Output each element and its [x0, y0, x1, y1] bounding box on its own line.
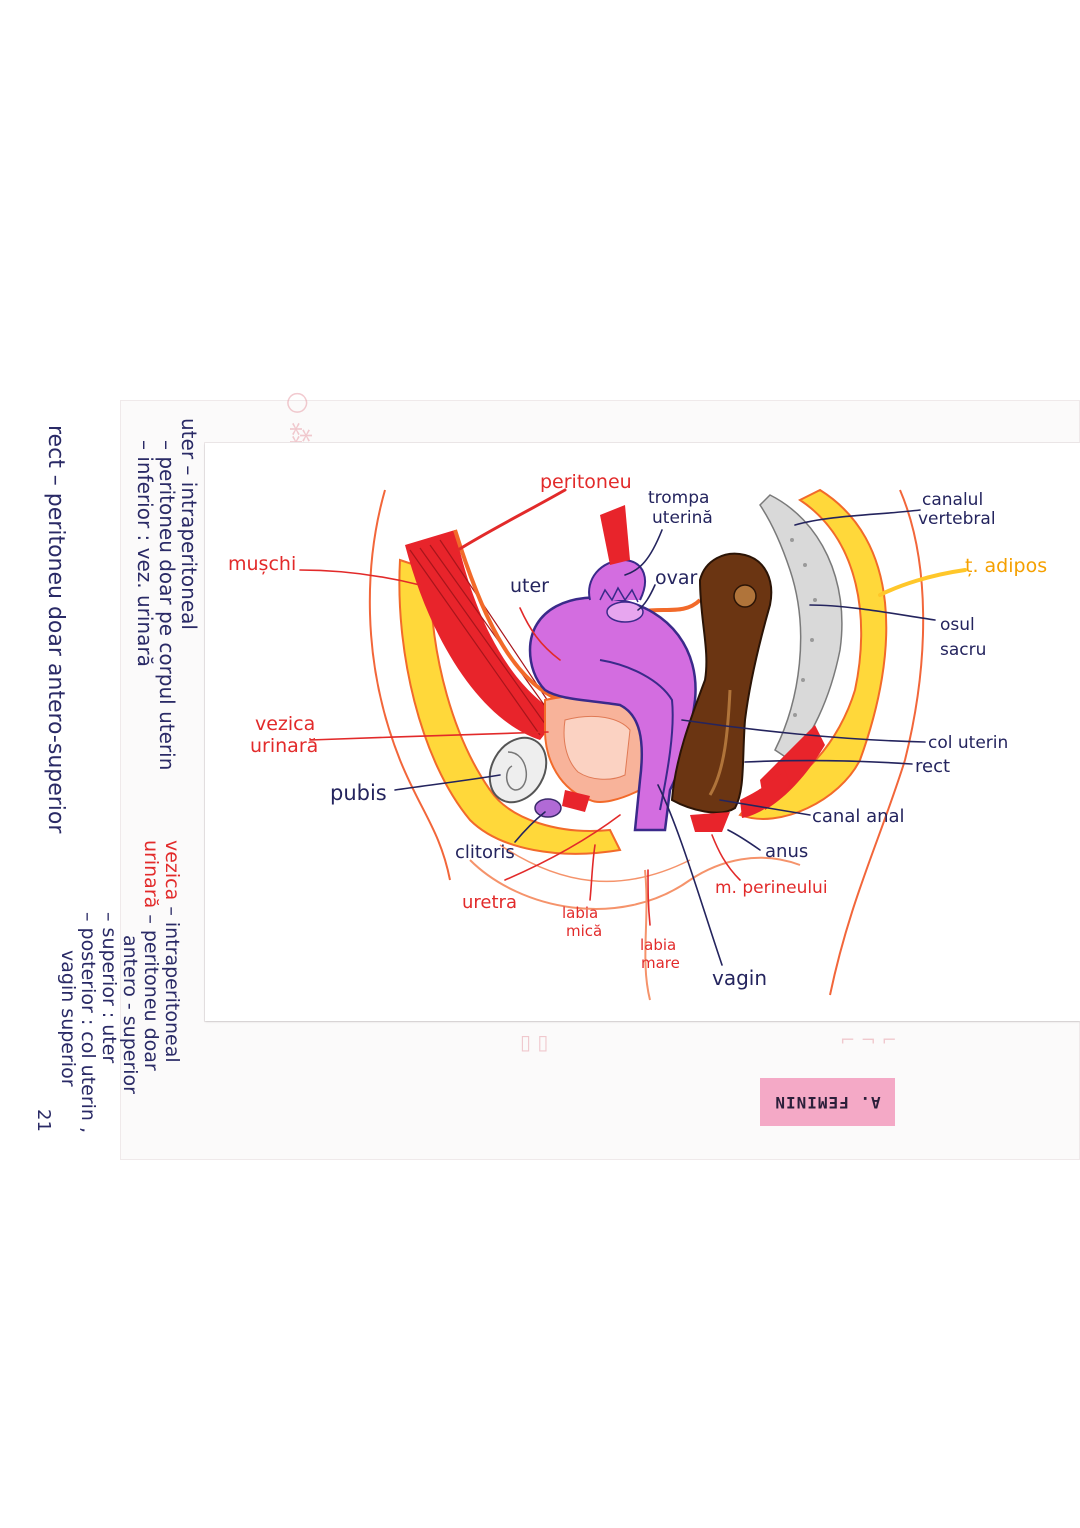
body-outline-back	[829, 489, 925, 996]
label-muschi: mușchi	[228, 553, 296, 575]
label-uretra: uretra	[462, 892, 517, 913]
sacrum-texture	[790, 538, 817, 717]
pointer-trompa	[624, 529, 663, 576]
pointer-ovar	[637, 584, 656, 611]
pointer-peritoneu	[456, 488, 567, 552]
background-scribble: ▯ ▯	[520, 1030, 549, 1054]
pointer-adipos	[878, 568, 967, 597]
label-labia-mica-2: mică	[566, 922, 602, 940]
pointer-vagin	[657, 784, 723, 966]
fat-layer-front	[398, 558, 622, 855]
tube-muscle	[600, 505, 630, 565]
label-peritoneu: peritoneu	[540, 471, 632, 493]
label-urinara: urinară	[250, 735, 318, 757]
label-labia-mica-1: labia	[562, 904, 598, 922]
label-uterina: uterină	[652, 508, 713, 528]
body-outline-labia	[644, 869, 651, 1001]
clitoris-shape	[534, 798, 562, 818]
label-labia-mare-1: labia	[640, 936, 676, 954]
label-anus: anus	[765, 841, 808, 862]
rectum	[670, 552, 773, 814]
pointer-canalul	[794, 509, 921, 526]
label-adipos: ț. adipos	[965, 555, 1047, 577]
fallopian-tube	[588, 558, 646, 601]
label-col-uterin: col uterin	[928, 733, 1008, 753]
rectum-inner	[708, 689, 732, 796]
label-trompa: trompa	[648, 488, 709, 508]
rectum-lumen	[733, 584, 757, 608]
pointer-pubis	[394, 774, 501, 791]
label-clitoris: clitoris	[455, 842, 515, 863]
pointer-uretra	[504, 814, 621, 881]
pointer-rect	[744, 759, 913, 765]
pointer-uter	[519, 607, 561, 661]
label-uter: uter	[510, 575, 549, 597]
pointer-sacru	[809, 604, 936, 621]
label-pubis: pubis	[330, 781, 387, 805]
label-sacru: sacru	[940, 640, 986, 660]
pointer-labia-mica	[589, 844, 596, 901]
fallopian-fimbriae	[599, 586, 639, 603]
background-scribble: ⌐ ¬ ⌐	[840, 1030, 897, 1051]
perineum-muscle	[690, 812, 730, 832]
label-vagin: vagin	[712, 966, 767, 990]
pointer-col	[681, 719, 926, 743]
pointer-clitoris	[514, 811, 546, 843]
label-vezica: vezica	[255, 713, 315, 735]
ovary	[606, 601, 644, 623]
label-ovar: ovar	[655, 567, 698, 589]
pointer-labia-mare	[647, 869, 651, 926]
bladder-inner	[563, 715, 631, 780]
pointer-lines	[299, 488, 967, 966]
label-canal-anal: canal anal	[812, 806, 905, 827]
label-osul: osul	[940, 615, 975, 635]
pointer-muschi	[299, 569, 421, 586]
fat-layer-back	[738, 488, 888, 820]
pubis-bone	[488, 736, 548, 804]
label-canalul: canalul	[922, 490, 983, 510]
uterus-cavity	[599, 659, 674, 811]
sacrum-bone	[759, 494, 843, 761]
label-vertebral: vertebral	[918, 509, 996, 529]
pointer-perineului	[711, 834, 741, 881]
label-labia-mare-2: mare	[641, 954, 680, 972]
pointer-anus	[727, 829, 761, 851]
body-outline-bottom	[469, 856, 801, 910]
label-rect: rect	[915, 756, 950, 777]
pubis-bone-inner	[506, 751, 528, 791]
section-tag: A. FEMININ	[760, 1078, 895, 1126]
pointer-vezica	[309, 731, 549, 741]
pointer-canal-anal	[719, 799, 811, 816]
label-perineului: m. perineului	[715, 878, 828, 898]
clitoris-muscle	[562, 790, 590, 812]
body-outline-front	[368, 489, 451, 881]
